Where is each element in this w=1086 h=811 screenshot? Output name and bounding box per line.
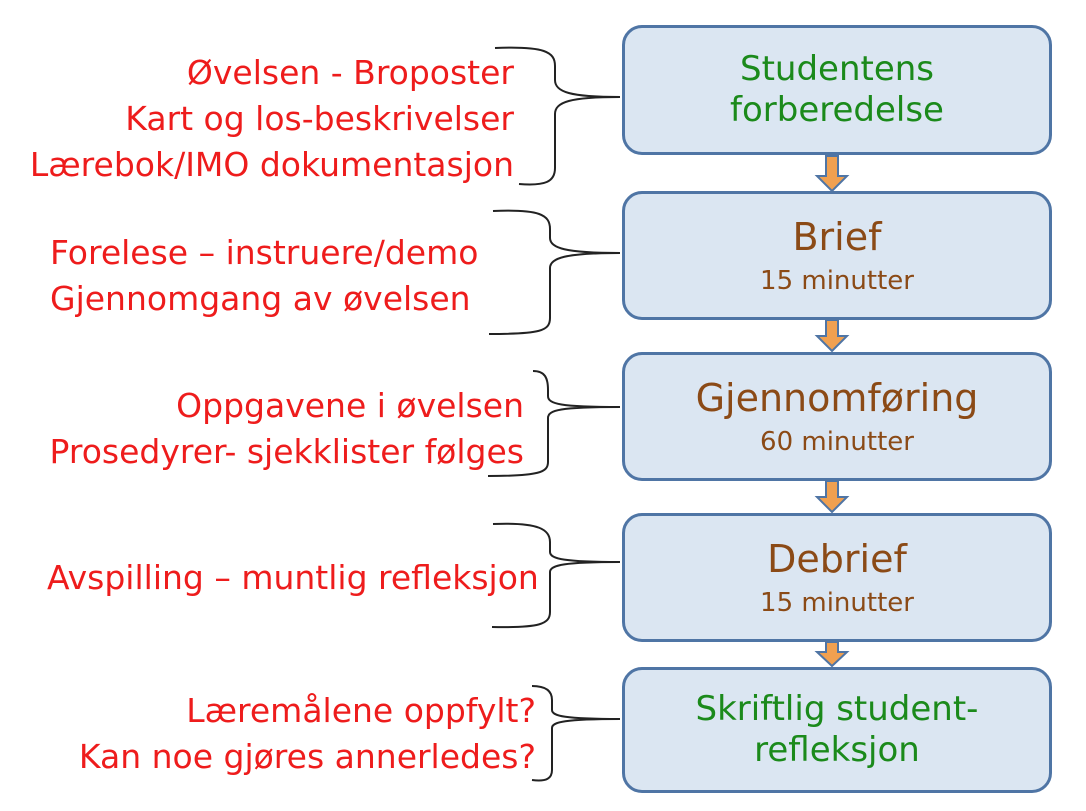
note-line: Prosedyrer- sjekklister følges	[49, 432, 524, 471]
step-title: Studentens forberedelse	[730, 49, 944, 130]
step-written-reflection: Skriftlig student-refleksjon	[622, 667, 1052, 793]
brace-1	[494, 46, 621, 186]
arrow-2-3	[814, 319, 850, 353]
brace-4	[491, 522, 621, 629]
step-duration: 15 minutter	[760, 266, 914, 297]
note-line: Avspilling – muntlig refleksjon	[47, 558, 539, 597]
note-line: Lærebok/IMO dokumentasjon	[29, 145, 514, 184]
notes-debrief: Avspilling – muntlig refleksjon	[47, 555, 539, 601]
step-title: Skriftlig student-refleksjon	[695, 689, 979, 770]
notes-brief: Forelese – instruere/demo Gjennomgang av…	[50, 230, 478, 322]
brace-5	[531, 685, 621, 782]
step-brief: Brief 15 minutter	[622, 191, 1052, 320]
note-line: Gjennomgang av øvelsen	[50, 279, 471, 318]
brace-2	[488, 209, 621, 335]
note-line: Oppgavene i øvelsen	[176, 386, 524, 425]
arrow-3-4	[814, 480, 850, 514]
step-title: Brief	[792, 214, 882, 259]
step-student-preparation: Studentens forberedelse	[622, 25, 1052, 155]
step-debrief: Debrief 15 minutter	[622, 513, 1052, 642]
note-line: Forelese – instruere/demo	[50, 233, 479, 272]
step-title: Debrief	[767, 536, 907, 581]
arrow-4-5	[814, 641, 850, 668]
notes-reflection: Læremålene oppfylt? Kan noe gjøres anner…	[79, 688, 536, 780]
note-line: Øvelsen - Broposter	[186, 53, 514, 92]
step-duration: 15 minutter	[760, 588, 914, 619]
note-line: Kart og los-beskrivelser	[125, 99, 514, 138]
note-line: Kan noe gjøres annerledes?	[78, 737, 536, 776]
notes-preparation: Øvelsen - Broposter Kart og los-beskrive…	[30, 50, 514, 188]
brace-3	[487, 370, 621, 477]
notes-execution: Oppgavene i øvelsen Prosedyrer- sjekklis…	[50, 383, 524, 475]
arrow-1-2	[814, 155, 850, 193]
step-execution: Gjennomføring 60 minutter	[622, 352, 1052, 481]
step-duration: 60 minutter	[760, 427, 914, 458]
note-line: Læremålene oppfylt?	[186, 691, 536, 730]
step-title: Gjennomføring	[695, 375, 979, 420]
